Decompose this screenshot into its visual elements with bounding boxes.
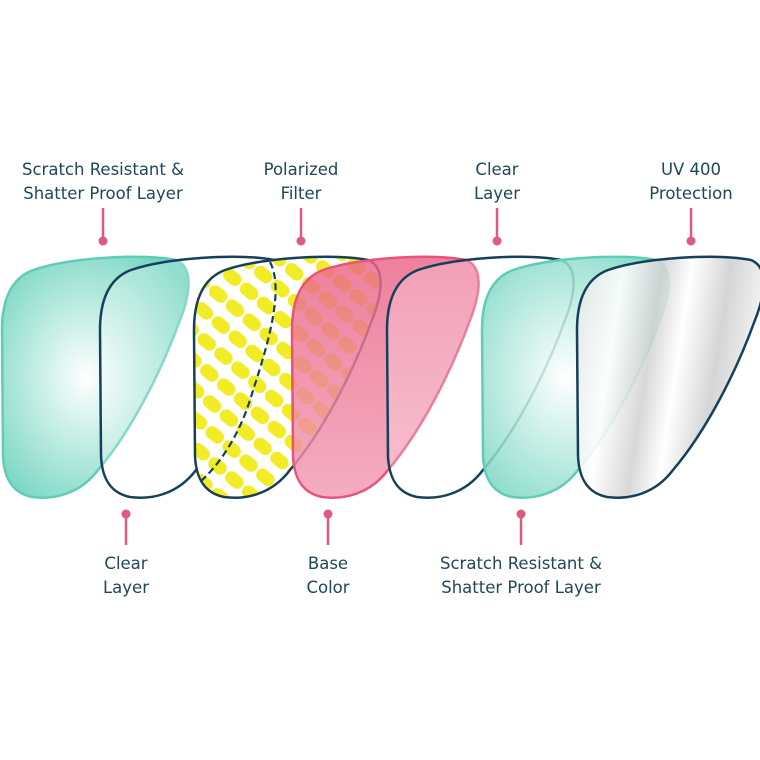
pointer-clear-top <box>492 208 502 246</box>
label-clear-layer-top: Clear Layer <box>473 160 520 203</box>
polarized-filter <box>192 255 382 499</box>
label-base-color: Base Color <box>306 554 350 597</box>
label-uv-400-protection: UV 400 Protection <box>649 160 733 203</box>
pointer-base-color <box>323 509 333 545</box>
pointer-scratch-resistant-bottom <box>516 509 526 545</box>
pointer-polarized <box>296 208 306 246</box>
polarized-dashed-edge <box>199 261 277 483</box>
top-pointers <box>98 208 696 246</box>
label-scratch-resistant-bottom: Scratch Resistant & Shatter Proof Layer <box>440 554 602 597</box>
label-clear-layer-bottom: Clear Layer <box>102 554 149 597</box>
uv-400-protection <box>575 255 760 499</box>
bottom-pointers <box>121 509 526 545</box>
pointer-scratch-resistant-top <box>98 208 108 246</box>
label-scratch-resistant-top: Scratch Resistant & Shatter Proof Layer <box>22 160 184 203</box>
pointer-clear-bottom <box>121 509 131 545</box>
label-polarized-filter: Polarized Filter <box>263 160 339 203</box>
pointer-uv-400 <box>686 208 696 246</box>
